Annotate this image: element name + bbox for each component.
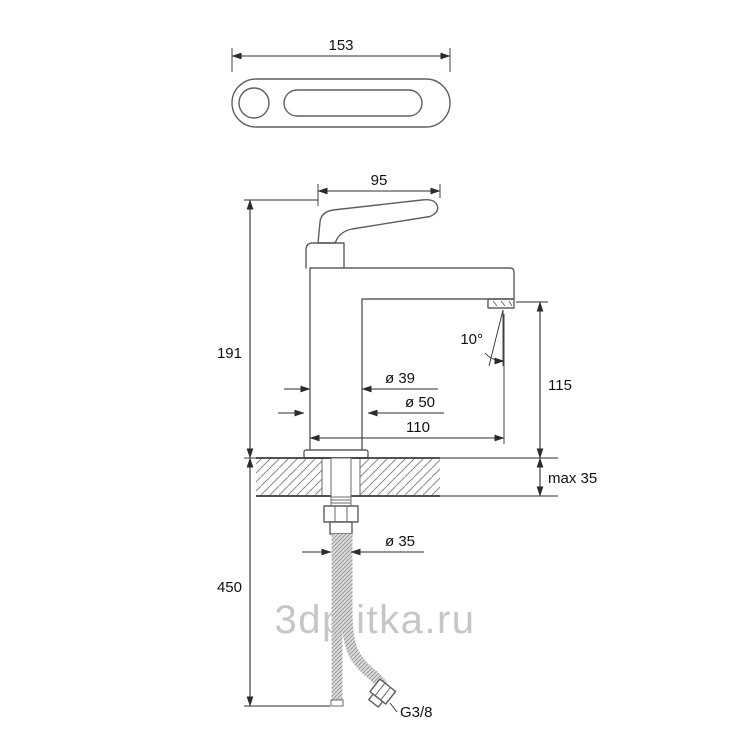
dimension-d50: ø 50	[278, 394, 444, 417]
dim-label-153: 153	[328, 37, 353, 54]
mounting-hardware	[323, 457, 359, 535]
dim-label-450: 450	[217, 579, 242, 596]
dim-label-191: 191	[217, 345, 242, 362]
angle-annotation-10deg: 10°	[460, 309, 505, 367]
counter-hatch-left	[256, 458, 322, 496]
hose-end	[330, 699, 344, 707]
dimension-max35: max 35	[536, 457, 597, 497]
watermark-text: 3dplitka.ru	[274, 598, 475, 642]
base-flange	[303, 449, 369, 459]
dimension-95: 95	[317, 172, 441, 206]
dim-label-d39: ø 39	[385, 370, 415, 387]
faucet-body	[309, 267, 515, 453]
countertop	[244, 457, 558, 497]
flexible-hoses	[330, 534, 397, 708]
lever-pivot-circle	[238, 87, 270, 119]
lever-outline	[231, 78, 451, 128]
dim-label-d35: ø 35	[385, 533, 415, 550]
dim-label-d50: ø 50	[405, 394, 435, 411]
dimension-450: 450	[217, 457, 330, 707]
thread-label: G3/8	[389, 702, 433, 721]
dim-label-g38: G3/8	[400, 704, 433, 721]
aerator	[487, 298, 515, 309]
handle-cap	[305, 242, 345, 269]
mounting-nut	[323, 505, 359, 523]
dimension-d39: ø 39	[284, 370, 438, 393]
dim-label-115: 115	[548, 377, 572, 394]
dim-label-max35: max 35	[548, 470, 597, 487]
lever-slot	[283, 89, 423, 117]
dim-label-95: 95	[371, 172, 388, 189]
faucet-front-view	[303, 199, 515, 459]
threaded-shank	[330, 457, 352, 507]
handle-lever	[317, 199, 439, 244]
hose-connector	[329, 521, 353, 535]
dimension-153: 153	[231, 37, 451, 72]
dimension-110: 110	[309, 314, 505, 444]
dim-label-10deg: 10°	[460, 331, 483, 348]
dimension-191: 191	[217, 199, 318, 459]
dimension-d35: ø 35	[302, 533, 424, 556]
dim-label-110: 110	[406, 419, 430, 436]
counter-hatch-right	[360, 458, 440, 496]
dimension-115: 115	[516, 301, 572, 459]
lever-top-view	[231, 78, 451, 128]
g38-fitting	[368, 678, 397, 708]
